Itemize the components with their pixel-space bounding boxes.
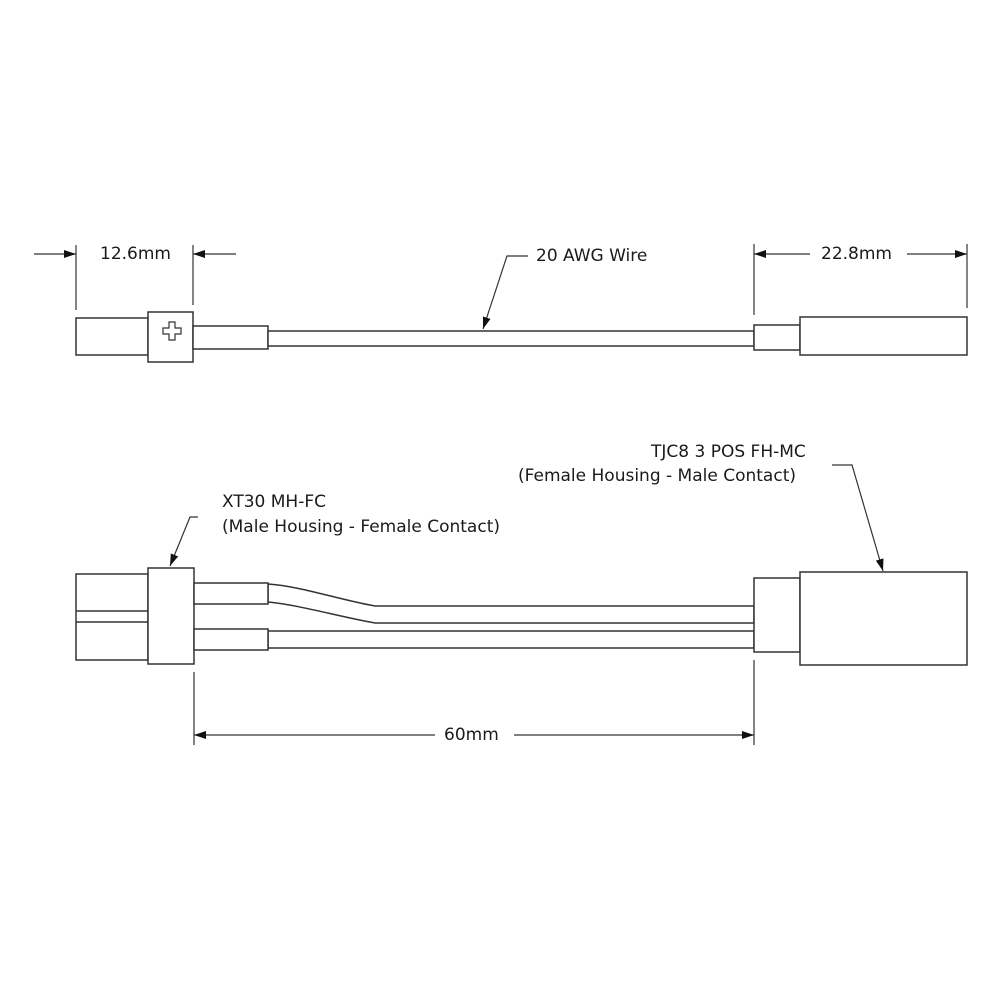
upper-sleeve <box>193 582 269 605</box>
tjc8-label-title: TJC8 3 POS FH-MC <box>651 442 806 462</box>
dim-label-22-8mm: 22.8mm <box>821 244 892 264</box>
xt30-leader <box>169 516 198 567</box>
top-right-sleeve <box>753 324 801 351</box>
lower-wire <box>267 630 755 649</box>
top-wire <box>267 330 755 347</box>
dim-60mm <box>193 660 755 745</box>
xt30-label-desc: (Male Housing - Female Contact) <box>222 517 500 537</box>
wire-leader <box>482 255 528 330</box>
dim-label-60mm: 60mm <box>444 725 499 745</box>
xt30-label-title: XT30 MH-FC <box>222 492 327 512</box>
lower-sleeve <box>193 628 269 651</box>
dim-label-12-6mm: 12.6mm <box>100 244 171 264</box>
top-xt30-connector <box>75 311 194 363</box>
plus-icon <box>162 321 182 341</box>
bottom-tjc8-connector <box>799 571 968 666</box>
top-tjc8-connector <box>799 316 968 356</box>
top-left-sleeve <box>192 325 269 350</box>
wire-label: 20 AWG Wire <box>536 246 648 266</box>
tjc8-label-desc: (Female Housing - Male Contact) <box>518 466 796 486</box>
tjc8-leader <box>832 464 884 572</box>
bottom-tjc8-sleeve <box>753 577 801 653</box>
dim-12-6mm <box>34 245 236 310</box>
upper-wire <box>267 583 755 624</box>
bottom-xt30-connector <box>75 567 195 665</box>
dim-22-8mm <box>753 244 968 315</box>
